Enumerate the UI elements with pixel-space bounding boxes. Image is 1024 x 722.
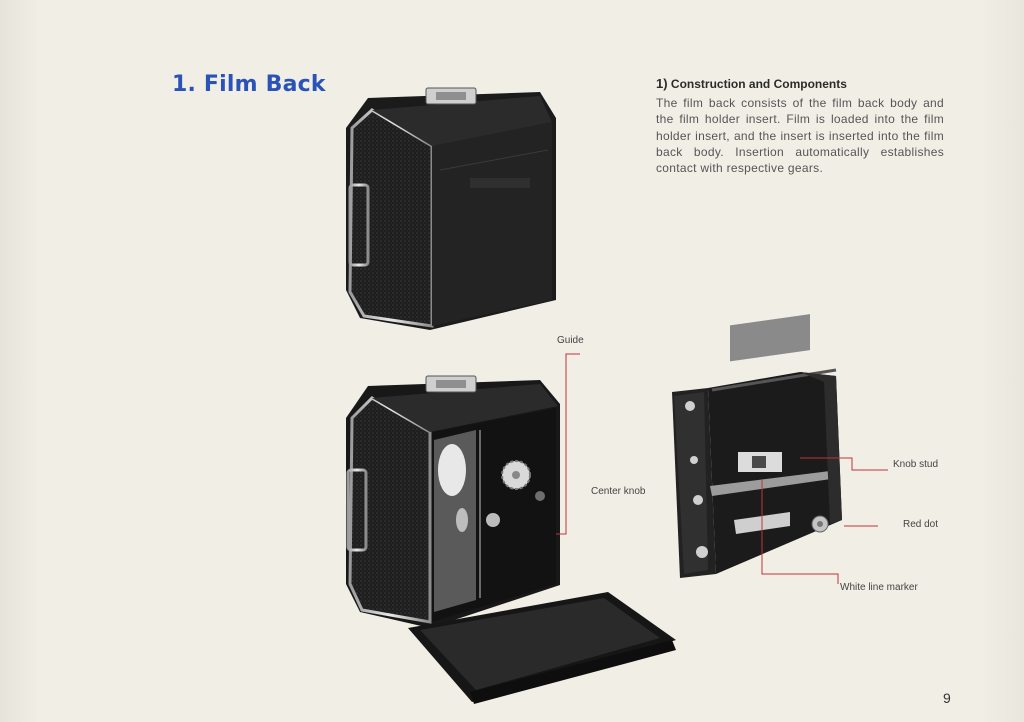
leader-lines (556, 353, 888, 584)
film-back-open-image (346, 375, 676, 704)
knob-stud-label: Knob stud (893, 459, 939, 470)
page-title: 1. Film Back (172, 72, 326, 97)
film-holder-insert-image (672, 314, 842, 578)
section-heading: 1) Construction and Components (656, 76, 847, 91)
guide-leader-line (556, 353, 580, 535)
white-line-marker-leader-line (761, 480, 839, 584)
guide-label: Guide (557, 335, 584, 346)
film-back-closed-image (346, 87, 556, 330)
white-line-marker-label: White line marker (840, 582, 918, 593)
section-title: Construction and Components (670, 77, 847, 91)
knob-stud-leader-line (800, 457, 888, 471)
center-knob-label: Center knob (591, 486, 646, 497)
red-dot-label: Red dot (903, 519, 939, 530)
section-number: 1) (656, 76, 668, 91)
section-body-text: The film back consists of the film back … (656, 96, 944, 176)
page-number: 9 (943, 690, 951, 706)
